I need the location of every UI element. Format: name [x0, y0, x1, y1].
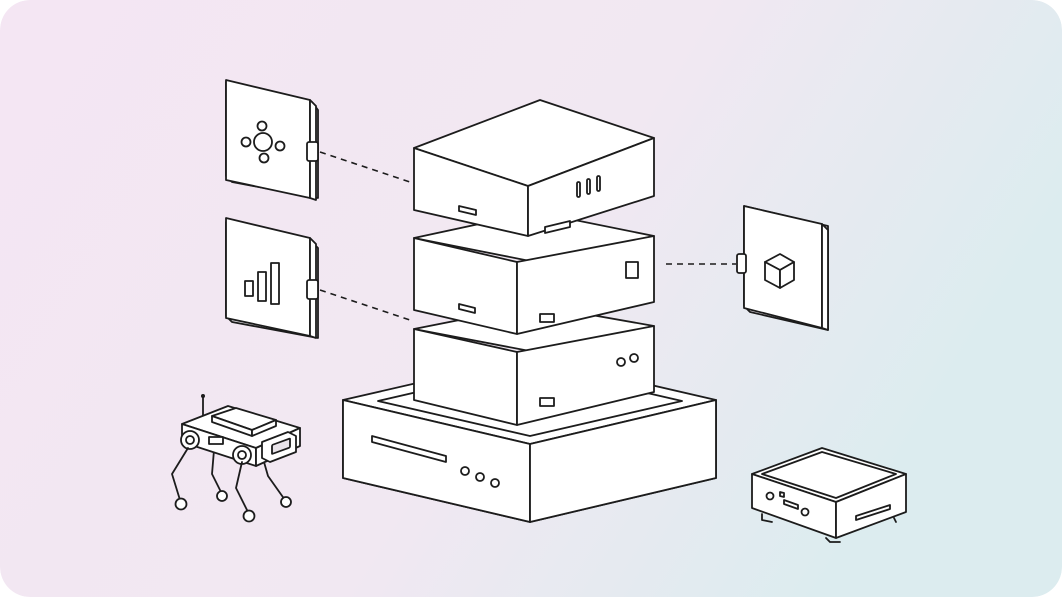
panel-middle-left — [225, 217, 319, 339]
cube-icon — [764, 253, 795, 289]
bar-chart-icon — [244, 262, 280, 305]
server-box-top — [413, 99, 655, 237]
base-slot — [371, 435, 447, 463]
robot-dog — [171, 394, 301, 523]
connector-top-left — [319, 151, 411, 183]
panel-top-left — [225, 79, 319, 201]
mini-pc — [751, 447, 907, 543]
connector-middle-left — [319, 289, 411, 321]
vent-slots — [576, 175, 601, 198]
base-indicator-lights — [460, 466, 500, 488]
server-box-middle — [413, 211, 655, 335]
network-nodes-icon — [240, 120, 286, 164]
panel-right — [736, 205, 829, 331]
